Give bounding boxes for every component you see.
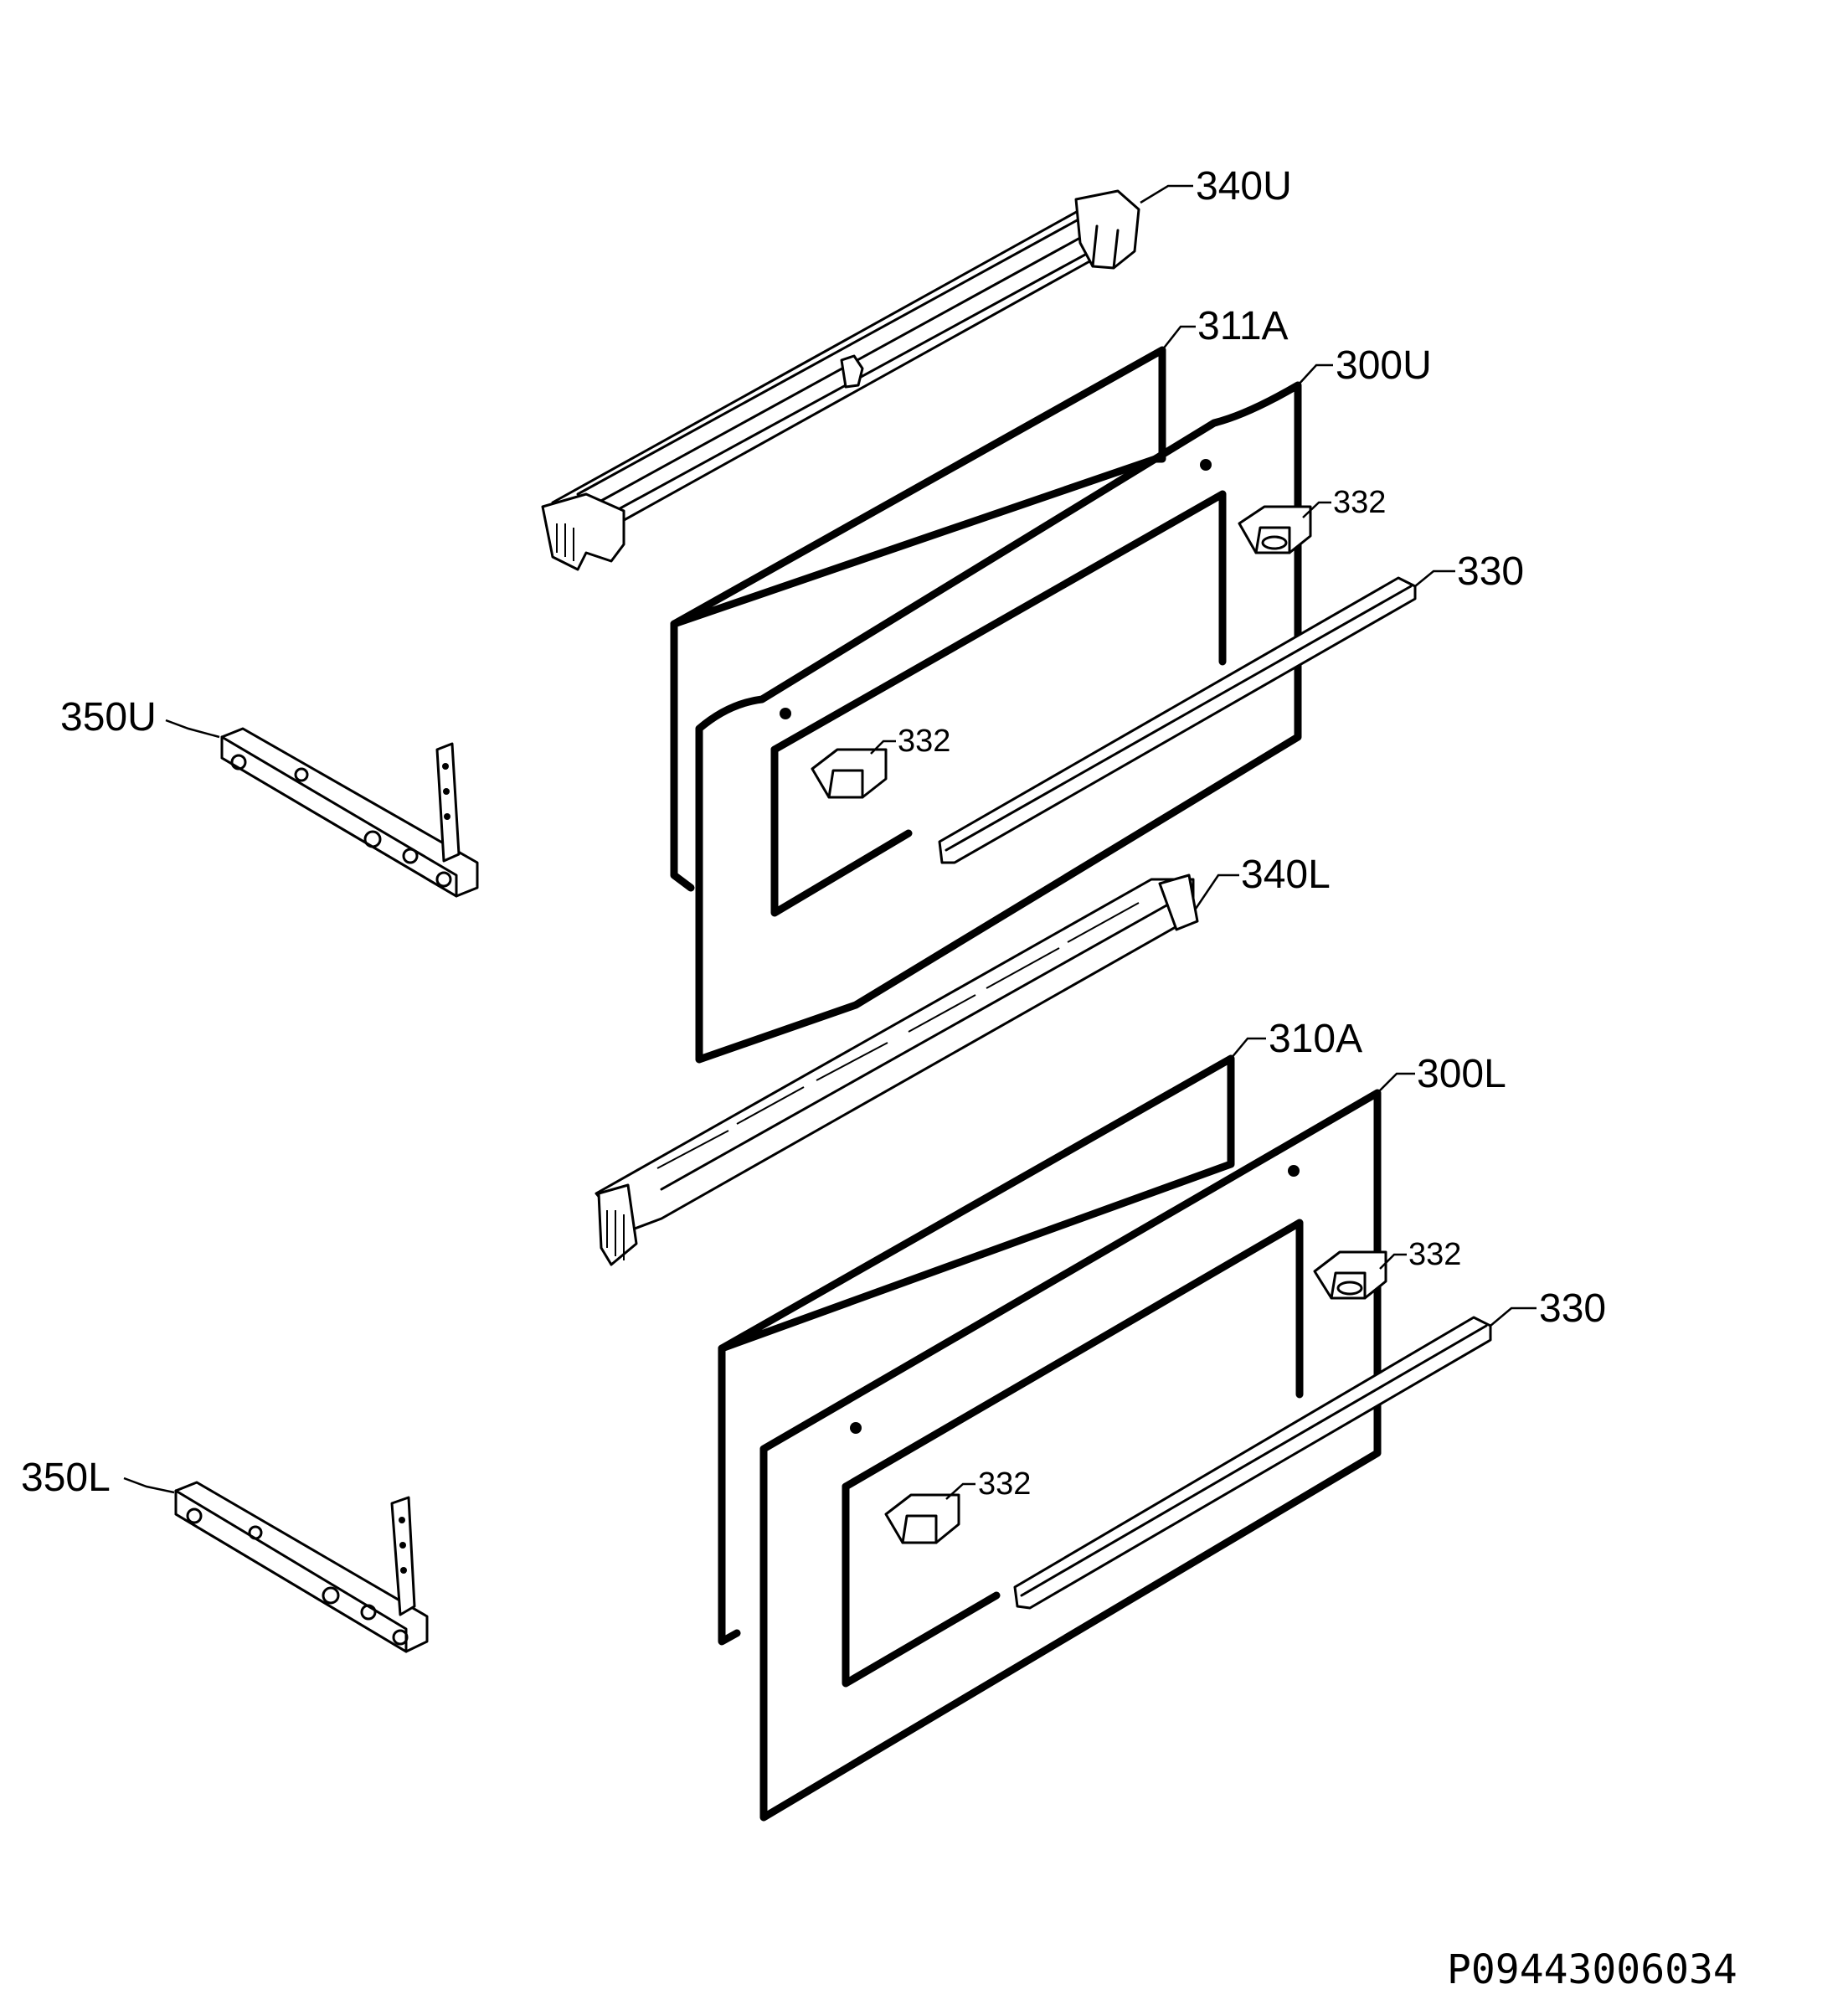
part-330-upper-handle-profile bbox=[938, 576, 1417, 864]
label-340L: 340L bbox=[1241, 853, 1331, 897]
part-300U-upper-outer-glass bbox=[695, 381, 1302, 1064]
label-332-upper-left: 332 bbox=[898, 724, 950, 759]
leader-lines bbox=[123, 184, 1537, 1500]
part-310A-lower-inner-glass bbox=[718, 1054, 1235, 1646]
part-340U-upper-trim bbox=[541, 189, 1140, 571]
label-350U: 350U bbox=[60, 695, 157, 740]
label-332-lower-right: 332 bbox=[1408, 1237, 1461, 1272]
part-300L-lower-outer-glass bbox=[759, 1089, 1382, 1822]
label-300L: 300L bbox=[1417, 1052, 1506, 1096]
part-332-clip-lower-right bbox=[1313, 1250, 1387, 1300]
label-330-upper: 330 bbox=[1457, 549, 1524, 594]
part-332-clip-upper-left bbox=[811, 748, 888, 799]
diagram-code: P09443006034 bbox=[1447, 1946, 1737, 1993]
label-332-upper-right: 332 bbox=[1333, 485, 1386, 520]
part-332-clip-lower-left bbox=[884, 1493, 960, 1544]
label-340U: 340U bbox=[1196, 164, 1292, 209]
part-332-clip-upper-right bbox=[1238, 505, 1312, 554]
label-311A: 311A bbox=[1197, 304, 1289, 348]
label-300U: 300U bbox=[1336, 343, 1432, 388]
part-350L-lower-hinge bbox=[174, 1481, 429, 1653]
label-330-lower: 330 bbox=[1539, 1286, 1606, 1331]
label-310A: 310A bbox=[1269, 1017, 1362, 1061]
part-340L-lower-trim bbox=[595, 874, 1199, 1266]
part-330-lower-handle-profile bbox=[1013, 1316, 1492, 1610]
label-350L: 350L bbox=[21, 1456, 111, 1500]
part-350U-upper-hinge bbox=[220, 727, 479, 898]
label-332-lower-left: 332 bbox=[978, 1466, 1031, 1502]
